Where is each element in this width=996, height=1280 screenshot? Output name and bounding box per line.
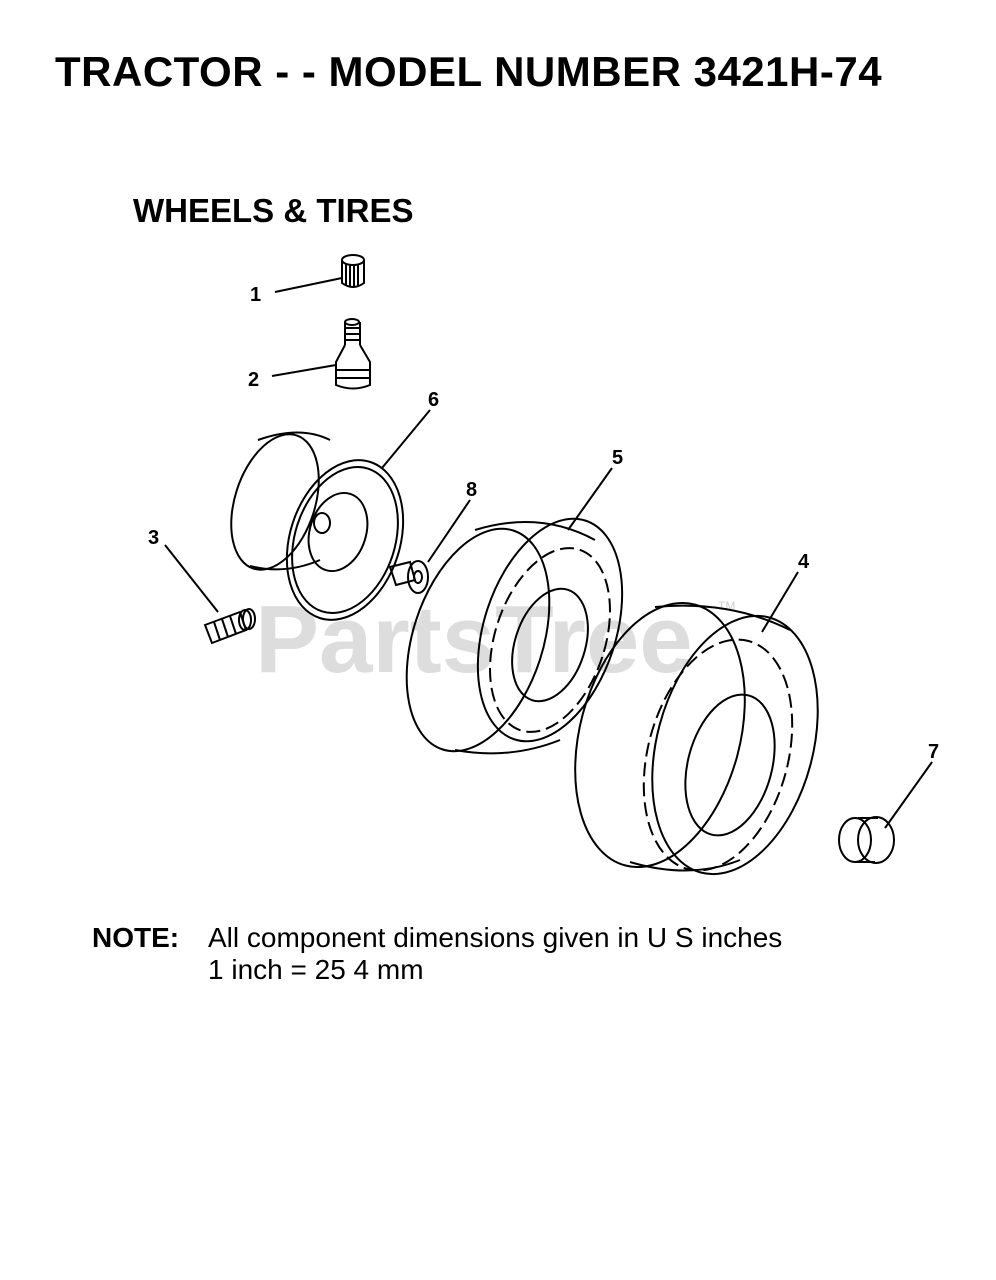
valve-cap-part [341,254,365,288]
note-line-1: All component dimensions given in U S in… [208,922,783,953]
bushing-part [388,560,429,594]
watermark-text: PartsTree [255,586,693,693]
callout-5: 5 [612,447,623,469]
valve-stem-part [335,318,371,390]
leader-lines [164,277,933,829]
wheel-rim-part [230,431,405,621]
page-title: TRACTOR - - MODEL NUMBER 3421H-74 [55,48,883,95]
note-label: NOTE: [92,922,180,953]
callout-6: 6 [428,389,439,411]
callout-3: 3 [148,527,159,549]
center-cap-part [838,816,895,864]
front-tire-part [405,517,624,755]
callout-4: 4 [798,551,810,573]
callout-2: 2 [248,369,259,391]
callout-7: 7 [928,741,939,763]
callout-1: 1 [250,284,261,306]
lug-bolt-part [203,608,256,645]
section-title: WHEELS & TIRES [133,192,414,229]
rear-tire-part [574,601,819,876]
note-line-2: 1 inch = 25 4 mm [208,954,424,985]
callout-8: 8 [466,479,477,501]
